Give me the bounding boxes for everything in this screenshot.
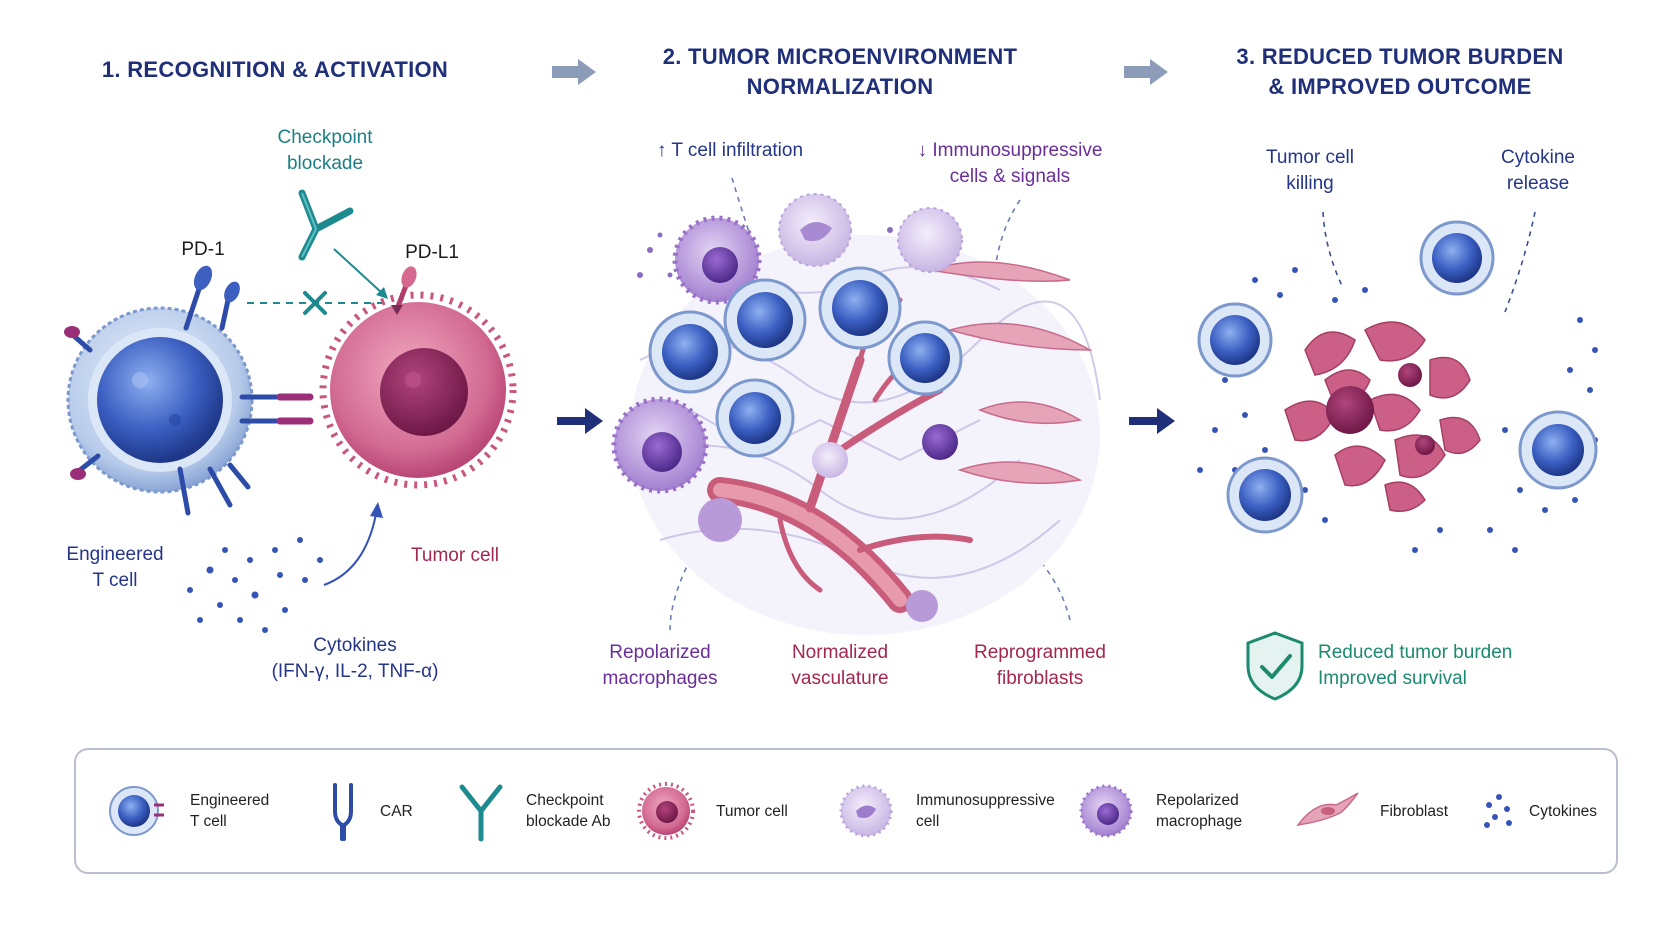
legend-item-repolarized-macrophage: Repolarized macrophage bbox=[1076, 750, 1242, 872]
repolarized-macrophage-icon bbox=[1079, 784, 1133, 838]
legend-item-fibroblast: Fibroblast bbox=[1296, 750, 1448, 872]
panel-1-title: 1. RECOGNITION & ACTIVATION bbox=[101, 57, 449, 82]
car-icon bbox=[333, 783, 353, 841]
legend-item-car: CAR bbox=[326, 750, 413, 872]
engineered-t-cell bbox=[66, 306, 254, 494]
flow-arrow-icon bbox=[557, 408, 603, 434]
legend-label: CAR bbox=[380, 802, 413, 820]
tumor-killing-scene bbox=[1197, 211, 1598, 553]
immunosuppressive-cell-icon bbox=[839, 784, 893, 838]
legend-label: Checkpoint blockade Ab bbox=[526, 792, 611, 830]
checkpoint-antibody-icon bbox=[298, 189, 354, 261]
tumor-microenvironment bbox=[611, 177, 1101, 635]
engineered-t-cell-label: Engineered T cell bbox=[66, 544, 164, 591]
legend-item-tumor-cell: Tumor cell bbox=[636, 750, 788, 872]
legend-label: Repolarized macrophage bbox=[1156, 792, 1243, 830]
receptor-icon bbox=[70, 453, 101, 480]
panel-3-title: 3. REDUCED TUMOR BURDEN & IMPROVED OUTCO… bbox=[1236, 44, 1564, 99]
legend-item-immunosuppressive-cell: Immunosuppressive cell bbox=[836, 750, 1055, 872]
legend-label: Tumor cell bbox=[716, 802, 788, 820]
flow-arrow-icon bbox=[1129, 408, 1175, 434]
receptor-icon bbox=[64, 326, 93, 353]
legend-label: Cytokines bbox=[1529, 802, 1598, 820]
checkpoint-blockade-label: Checkpoint blockade bbox=[277, 127, 373, 174]
legend: Engineered T cell CAR Checkpoint blockad… bbox=[74, 748, 1618, 874]
pd1-label: PD-1 bbox=[181, 239, 225, 260]
pdl1-label: PD-L1 bbox=[405, 242, 459, 263]
shield-check-icon bbox=[1246, 631, 1304, 701]
blockade-arrow bbox=[333, 248, 388, 299]
outcome-label: Reduced tumor burden Improved survival bbox=[1318, 642, 1513, 689]
reprogrammed-fibroblasts-label: Reprogrammed fibroblasts bbox=[974, 642, 1106, 689]
normalized-vasculature-label: Normalized vasculature bbox=[791, 642, 889, 689]
step-arrow-icon bbox=[552, 59, 596, 85]
pd1-receptor-icon bbox=[183, 265, 240, 331]
fibroblast-icon bbox=[1296, 792, 1359, 827]
car-receptor-icon bbox=[239, 393, 314, 425]
cytokines-icon bbox=[1484, 794, 1512, 828]
blocked-interaction-icon bbox=[247, 291, 385, 315]
engineered-t-cell-icon bbox=[109, 786, 164, 836]
pdl1-ligand-icon bbox=[391, 266, 417, 315]
checkpoint-antibody-icon bbox=[459, 784, 503, 842]
legend-label: Immunosuppressive cell bbox=[916, 792, 1055, 830]
legend-label: Engineered T cell bbox=[190, 792, 270, 830]
immunosuppressive-label: ↓ Immunosuppressive cells & signals bbox=[917, 140, 1103, 187]
cytokines-label: Cytokines (IFN-γ, IL-2, TNF-α) bbox=[271, 635, 439, 682]
panel-2-title: 2. TUMOR MICROENVIRONMENT NORMALIZATION bbox=[662, 44, 1018, 99]
t-cell-infiltration-label: ↑ T cell infiltration bbox=[656, 140, 804, 161]
step-arrow-icon bbox=[1124, 59, 1168, 85]
car-receptor-icon bbox=[177, 462, 251, 516]
cytokine-release-label: Cytokine release bbox=[1501, 147, 1575, 194]
tumor-cell-icon bbox=[637, 782, 695, 840]
cytokines-cluster bbox=[187, 537, 323, 633]
tumor-cell-label: Tumor cell bbox=[411, 545, 499, 566]
tumor-cell-killing-label: Tumor cell killing bbox=[1266, 147, 1354, 194]
legend-label: Fibroblast bbox=[1380, 802, 1449, 820]
cytokine-arrow bbox=[323, 502, 383, 586]
legend-item-checkpoint-ab: Checkpoint blockade Ab bbox=[456, 750, 610, 872]
legend-item-cytokines: Cytokines bbox=[1481, 750, 1597, 872]
tumor-cell bbox=[319, 291, 517, 489]
legend-item-engineered-t-cell: Engineered T cell bbox=[106, 750, 269, 872]
repolarized-macrophages-label: Repolarized macrophages bbox=[602, 642, 718, 689]
